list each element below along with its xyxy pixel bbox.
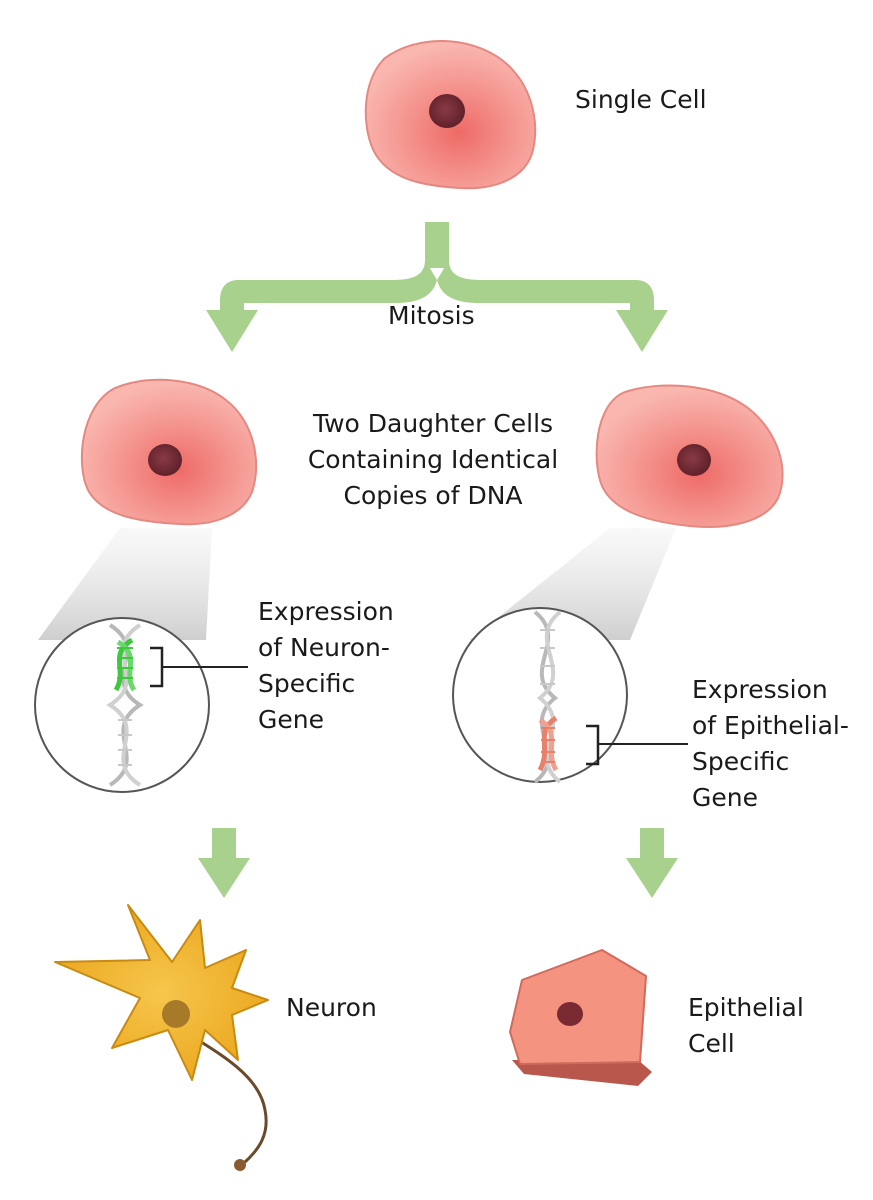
neuron-nucleus: [162, 1000, 190, 1028]
neuron-axon: [197, 1038, 268, 1164]
right-arrowhead: [616, 310, 668, 352]
epithelial-gene-line-2: of Epithelial-: [692, 711, 849, 740]
epithelial-gene-line-4: Gene: [692, 783, 758, 812]
neuron-gene-label: Expression of Neuron- Specific Gene: [258, 594, 394, 738]
epithelial-cell-line-2: Cell: [688, 1029, 735, 1058]
epithelial-gene-line-1: Expression: [692, 675, 828, 704]
epithelial-cell: [509, 949, 652, 1086]
right-dna-zoom: [452, 528, 688, 784]
neuron-gene-line-4: Gene: [258, 705, 324, 734]
right-daughter-cell: [595, 384, 784, 528]
daughter-cells-line-2: Containing Identical: [307, 445, 559, 474]
neuron-gene-line-2: of Neuron-: [258, 633, 390, 662]
single-cell-label: Single Cell: [575, 85, 707, 114]
left-dna-helix: [106, 623, 144, 787]
daughter-cells-line-3: Copies of DNA: [343, 481, 523, 510]
mitosis-arrow: [206, 222, 668, 352]
right-dna-helix: [533, 610, 562, 784]
single-cell: [364, 40, 537, 190]
neuron-gene-line-3: Specific: [258, 669, 356, 698]
neuron-gene-line-1: Expression: [258, 597, 394, 626]
left-down-arrow: [198, 828, 250, 898]
epithelial-cell-label: Epithelial Cell: [688, 990, 804, 1062]
right-down-arrow: [626, 828, 678, 898]
neuron-label: Neuron: [286, 993, 377, 1022]
left-daughter-nucleus: [148, 444, 182, 476]
right-daughter-nucleus: [677, 444, 711, 476]
epithelial-gene-line-3: Specific: [692, 747, 790, 776]
neuron: [54, 904, 269, 1171]
epithelial-cell-line-1: Epithelial: [688, 993, 804, 1022]
epithelial-gene-label: Expression of Epithelial- Specific Gene: [692, 672, 849, 816]
left-arrowhead: [206, 310, 258, 352]
single-cell-nucleus: [429, 94, 465, 128]
mitosis-label: Mitosis: [388, 301, 475, 330]
daughter-cells-label: Two Daughter Cells Containing Identical …: [300, 406, 566, 514]
daughter-cells-line-1: Two Daughter Cells: [312, 409, 554, 438]
left-daughter-cell: [80, 378, 258, 526]
epithelial-nucleus: [557, 1002, 583, 1026]
left-dna-zoom: [34, 528, 248, 793]
